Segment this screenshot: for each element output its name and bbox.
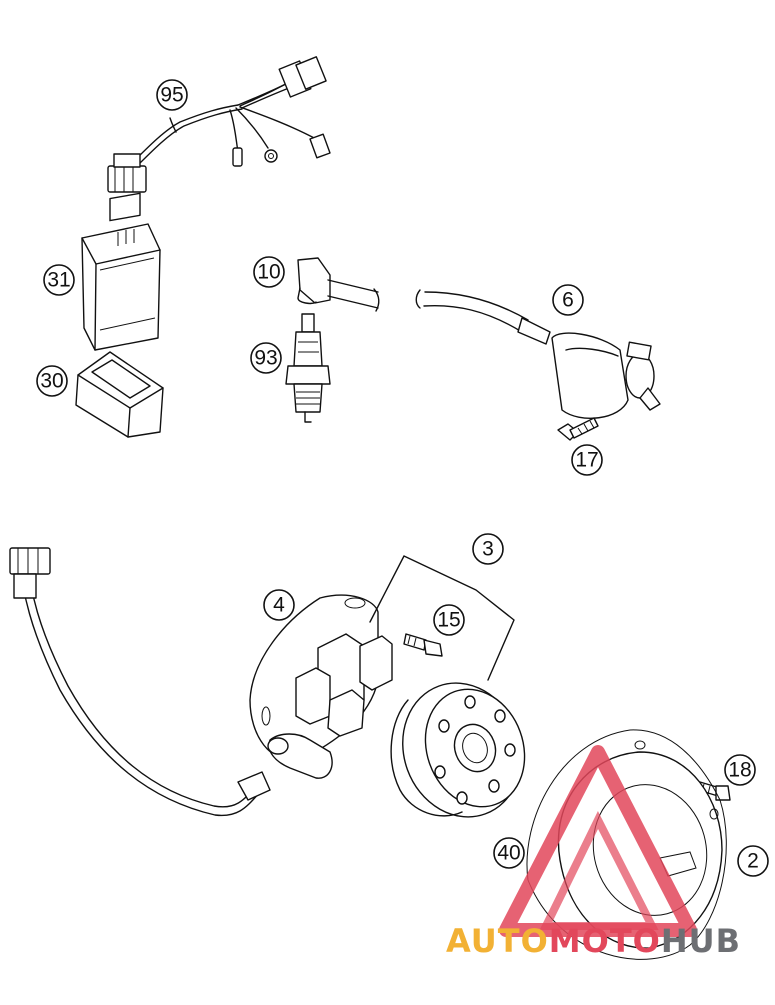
- watermark-text: AUTOMOTOHUB: [446, 922, 741, 960]
- callout-label: 4: [273, 594, 285, 617]
- watermark-logo-icon: [499, 745, 697, 937]
- callout-15: 15: [433, 604, 465, 636]
- callout-3: 3: [472, 533, 504, 565]
- callout-label: 3: [482, 538, 494, 561]
- cdi-unit-part: [81, 192, 161, 351]
- callout-18: 18: [724, 754, 756, 786]
- callout-label: 6: [562, 289, 574, 312]
- watermark-part-hub: HUB: [660, 922, 742, 960]
- callout-17: 17: [571, 444, 603, 476]
- callout-label: 31: [47, 269, 70, 292]
- callout-label: 93: [254, 347, 277, 370]
- callout-2: 2: [737, 845, 769, 877]
- callout-95: 95: [156, 79, 188, 111]
- callout-label: 17: [575, 449, 598, 472]
- watermark-part-auto: AUTO: [446, 922, 549, 960]
- spark-plug-cap-part: [297, 257, 380, 312]
- stator-part: [9, 547, 393, 817]
- callout-93: 93: [250, 342, 282, 374]
- callout-10: 10: [253, 256, 285, 288]
- callout-label: 2: [747, 850, 759, 873]
- ignition-coil-part: [415, 289, 661, 419]
- callout-label: 40: [497, 842, 520, 865]
- flywheel-rotor-part: [369, 555, 526, 818]
- callout-6: 6: [552, 284, 584, 316]
- cdi-holder-part: [75, 351, 164, 438]
- callout-30: 30: [36, 365, 68, 397]
- flywheel-nut-part: [403, 633, 443, 657]
- callout-31: 31: [43, 264, 75, 296]
- spark-plug-part: [285, 313, 331, 423]
- coil-bolt-part: [557, 417, 599, 441]
- callout-label: 10: [257, 261, 280, 284]
- watermark-part-moto: MOTO: [548, 922, 661, 960]
- callout-label: 95: [160, 84, 183, 107]
- callout-label: 15: [437, 609, 460, 632]
- callout-label: 30: [40, 370, 63, 393]
- callout-4: 4: [263, 589, 295, 621]
- callout-label: 18: [728, 759, 751, 782]
- wiring-harness-part: [107, 56, 331, 193]
- callout-40: 40: [493, 837, 525, 869]
